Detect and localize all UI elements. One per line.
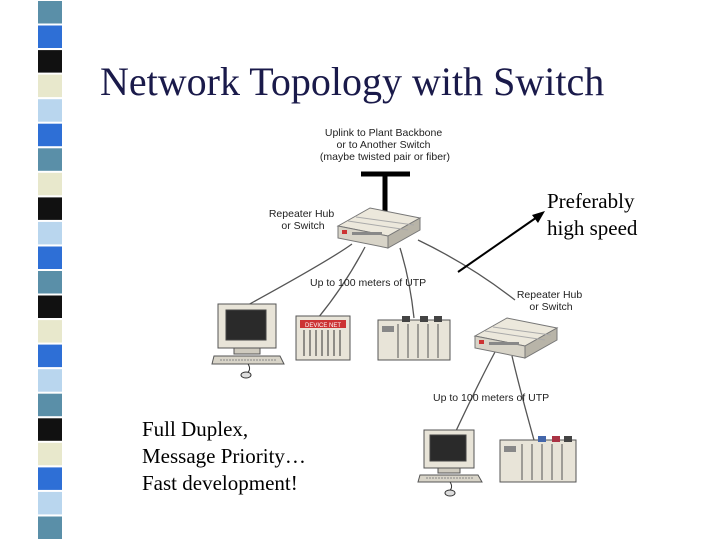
stripe-square bbox=[38, 393, 62, 417]
stripe-square bbox=[38, 123, 62, 147]
rack-brand: DEVICE NET bbox=[305, 323, 341, 329]
stripe-square bbox=[38, 491, 62, 515]
note-line: Message Priority… bbox=[142, 444, 306, 468]
uplink-cable bbox=[361, 171, 410, 212]
stripe-square bbox=[38, 442, 62, 466]
cable1-label: Up to 100 meters of UTP bbox=[310, 277, 426, 289]
note-preferably-high-speed: Preferably high speed bbox=[547, 188, 637, 242]
hub2-label: Repeater Hub or Switch bbox=[517, 289, 585, 313]
computer-2 bbox=[417, 429, 483, 497]
repeater-hub-1 bbox=[336, 207, 422, 249]
stripe-square bbox=[38, 197, 62, 220]
note-line: Full Duplex, bbox=[142, 417, 249, 441]
stripe-square bbox=[38, 148, 62, 171]
stripe-square bbox=[38, 516, 62, 539]
stripe-square bbox=[38, 99, 62, 122]
stripe-square bbox=[38, 320, 62, 343]
hub2-label-line: or Switch bbox=[529, 301, 572, 313]
stripe-square bbox=[38, 295, 62, 318]
slide-title: Network Topology with Switch bbox=[100, 59, 605, 104]
repeater-hub-2 bbox=[473, 317, 559, 359]
uplink-label: Uplink to Plant Backbone or to Another S… bbox=[320, 127, 450, 163]
stripe-square bbox=[38, 74, 62, 98]
controller-rack: DEVICE NET bbox=[295, 315, 351, 361]
stripe-square bbox=[38, 221, 62, 245]
stripe-square bbox=[38, 50, 62, 73]
arrow bbox=[457, 211, 545, 273]
computer-1 bbox=[211, 303, 285, 379]
stripe-square bbox=[38, 418, 62, 441]
io-module-1 bbox=[377, 316, 451, 361]
stripe-square bbox=[38, 467, 62, 490]
note-line: Preferably bbox=[547, 189, 635, 213]
cable2-label: Up to 100 meters of UTP bbox=[433, 392, 549, 404]
stripe-square bbox=[38, 246, 62, 269]
note-line: Fast development! bbox=[142, 471, 298, 495]
note-full-duplex: Full Duplex, Message Priority… Fast deve… bbox=[142, 416, 306, 497]
hub1-label: Repeater Hub or Switch bbox=[269, 208, 337, 232]
io-module-2 bbox=[499, 436, 577, 483]
note-line: high speed bbox=[547, 216, 638, 240]
stripe-square bbox=[38, 25, 62, 48]
decorative-stripe bbox=[38, 1, 62, 539]
stripe-square bbox=[38, 172, 62, 196]
uplink-label-line: or to Another Switch bbox=[337, 139, 431, 151]
uplink-label-line: (maybe twisted pair or fiber) bbox=[320, 151, 450, 163]
hub1-label-line: Repeater Hub bbox=[269, 208, 335, 220]
hub2-label-line: Repeater Hub bbox=[517, 289, 583, 301]
stripe-square bbox=[38, 344, 62, 368]
stripe-square bbox=[38, 1, 62, 24]
uplink-label-line: Uplink to Plant Backbone bbox=[325, 127, 442, 139]
stripe-square bbox=[38, 369, 62, 392]
stripe-square bbox=[38, 271, 62, 294]
utp-cables bbox=[245, 239, 535, 441]
hub1-label-line: or Switch bbox=[281, 220, 324, 232]
